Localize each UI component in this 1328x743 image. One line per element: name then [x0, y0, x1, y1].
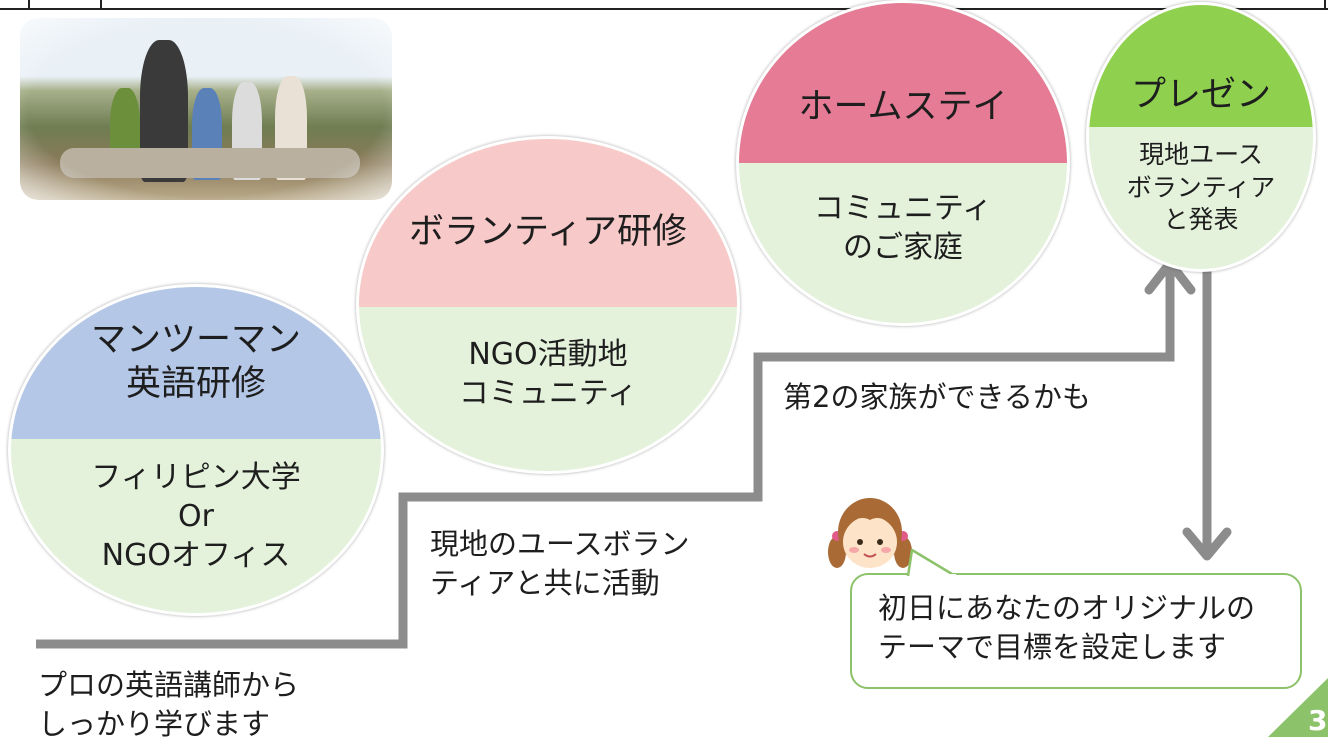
arrow-path — [36, 270, 1175, 649]
step-circle-presentation: プレゼン 現地ユース ボランティア と発表 — [1086, 2, 1316, 272]
group-photo — [20, 18, 392, 200]
header-left-border — [28, 0, 30, 10]
circle-title: マンツーマン 英語研修 — [11, 287, 381, 439]
page-number: 3 — [1308, 704, 1328, 737]
step3-label: 第2の家族ができるかも — [783, 380, 1091, 414]
step2-label: 現地のユースボラン ティアと共に活動 — [430, 527, 690, 600]
header-divider — [100, 0, 102, 10]
circle-body: コミュニティ のご家庭 — [813, 191, 993, 265]
step-circle-homestay: ホームステイ コミュニティ のご家庭 — [736, 0, 1070, 326]
speech-bubble: 初日にあなたのオリジナルの テーマで目標を設定します — [850, 573, 1302, 689]
circle-body: フィリピン大学 Or NGOオフィス — [91, 459, 301, 573]
circle-title: ホームステイ — [739, 3, 1067, 163]
circle-body: 現地ユース ボランティア と発表 — [1126, 140, 1276, 235]
step-circle-volunteer: ボランティア研修 NGO活動地 コミュニティ — [356, 136, 740, 474]
step-circle-english: マンツーマン 英語研修 フィリピン大学 Or NGOオフィス — [8, 284, 384, 616]
photo-log — [60, 148, 360, 178]
circle-title: ボランティア研修 — [359, 139, 737, 307]
girl-icon — [828, 498, 912, 568]
page-tab — [1268, 678, 1328, 737]
arrow-head-down — [1182, 527, 1232, 561]
circle-title: プレゼン — [1089, 5, 1313, 127]
header-right-border — [1324, 0, 1326, 10]
bubble-tail — [906, 548, 956, 578]
step1-label: プロの英語講師から しっかり学びます — [38, 668, 300, 741]
header-line — [0, 8, 1328, 10]
circle-body: NGO活動地 コミュニティ — [458, 337, 638, 411]
